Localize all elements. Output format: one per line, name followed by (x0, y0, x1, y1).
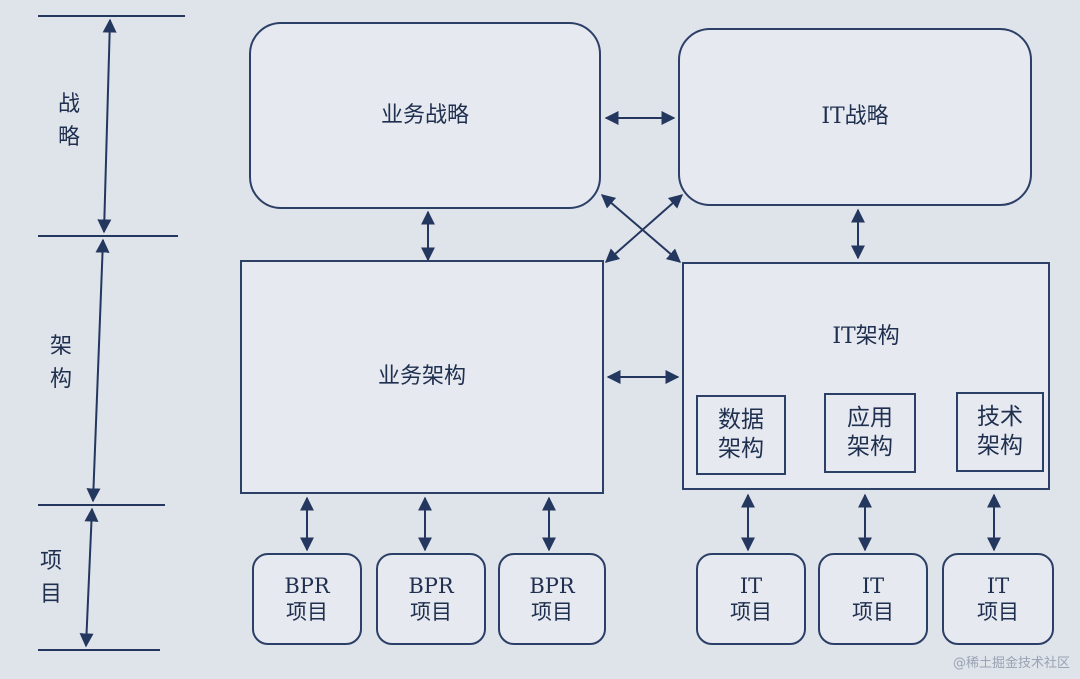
level-label-architecture-char-1: 架 (50, 334, 73, 359)
it-project-3-line-2: 项目 (977, 600, 1019, 624)
it-project-2-line-1: IT (861, 573, 885, 598)
link-it-strategy-business-arch (604, 194, 684, 263)
it-strategy-label: IT战略 (821, 104, 889, 130)
architecture-span-arrow (86, 238, 110, 503)
level-label-strategy: 战 略 (58, 88, 80, 154)
project-span-arrow (79, 507, 99, 648)
level-label-project: 项 目 (40, 545, 62, 611)
level-label-architecture: 架 构 (50, 330, 72, 396)
link-business-strategy-it-arch (600, 194, 682, 263)
bpr-project-2-line-2: 项目 (410, 600, 452, 624)
level-label-strategy-char-1: 战 (58, 92, 81, 117)
business-architecture-label: 业务架构 (377, 364, 466, 390)
application-architecture-line-2: 架构 (847, 434, 893, 460)
business-strategy-box: 业务战略 (249, 22, 601, 209)
it-project-1-line-2: 项目 (730, 600, 772, 624)
it-strategy-box: IT战略 (678, 28, 1032, 206)
application-architecture-box: 应用 架构 (824, 393, 916, 473)
bpr-project-1-line-1: BPR (284, 573, 330, 598)
technology-architecture-line-2: 架构 (977, 433, 1023, 459)
strategy-span-arrow (97, 18, 117, 234)
technology-architecture-box: 技术 架构 (956, 392, 1044, 472)
data-architecture-box: 数据 架构 (696, 395, 786, 475)
bpr-project-box-1: BPR 项目 (252, 553, 362, 645)
it-project-box-2: IT 项目 (818, 553, 928, 645)
application-architecture-line-1: 应用 (847, 405, 893, 432)
data-architecture-line-2: 架构 (718, 436, 764, 462)
level-label-architecture-char-2: 构 (50, 367, 73, 392)
bpr-project-2-line-1: BPR (408, 573, 454, 598)
bpr-project-1-line-2: 项目 (286, 600, 328, 624)
bpr-project-box-3: BPR 项目 (498, 553, 606, 645)
level-label-strategy-char-2: 略 (58, 125, 81, 150)
bpr-project-3-line-1: BPR (529, 573, 575, 598)
bpr-project-3-line-2: 项目 (531, 600, 573, 624)
it-project-3-line-1: IT (986, 573, 1010, 598)
business-strategy-label: 业务战略 (380, 102, 469, 128)
level-label-project-char-2: 目 (40, 582, 63, 607)
it-project-1-line-1: IT (739, 573, 763, 598)
it-architecture-label: IT架构 (832, 324, 900, 349)
bpr-project-box-2: BPR 项目 (376, 553, 486, 645)
it-project-box-1: IT 项目 (696, 553, 806, 645)
data-architecture-line-1: 数据 (718, 407, 764, 434)
it-project-box-3: IT 项目 (942, 553, 1054, 645)
level-label-project-char-1: 项 (40, 549, 63, 574)
it-project-2-line-2: 项目 (852, 600, 894, 624)
technology-architecture-line-1: 技术 (977, 404, 1023, 431)
watermark: @稀土掘金技术社区 (952, 656, 1070, 671)
business-architecture-box: 业务架构 (240, 260, 604, 494)
